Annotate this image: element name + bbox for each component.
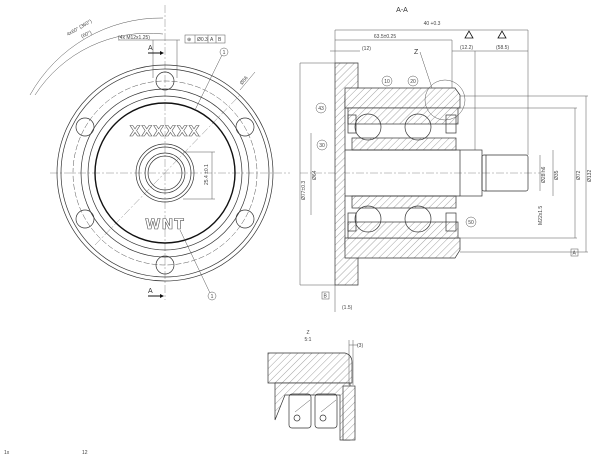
svg-text:(12.2): (12.2) [460,45,473,51]
ball [354,205,382,233]
tolerance-frame: ⊕ Ø0.3 A B [184,34,226,44]
svg-text:Z: Z [414,49,419,56]
svg-text:1: 1 [211,294,214,300]
svg-text:Ø64: Ø64 [312,170,318,180]
thread-stub [481,154,529,192]
marking-text: XXXXXX [130,124,201,140]
logo-text: WNT [145,217,185,233]
detail-view-z: Z 5:1 (3) [267,330,363,441]
svg-text:B: B [218,37,222,43]
svg-text:Ø72: Ø72 [576,170,582,180]
pilot-circle [94,102,236,244]
svg-text:(12): (12) [362,46,371,52]
bolt-hole [155,71,175,91]
svg-text:25.4 ±0.1: 25.4 ±0.1 [204,164,210,185]
svg-text:40 +0.3: 40 +0.3 [424,21,441,27]
ball [404,113,432,141]
svg-text:Ø35: Ø35 [554,170,560,180]
svg-text:(3): (3) [357,343,363,349]
ball [404,205,432,233]
svg-text:30: 30 [319,143,325,149]
svg-text:Ø0.3: Ø0.3 [197,37,208,43]
svg-text:(60°): (60°) [80,30,93,40]
balloon [207,291,217,301]
svg-text:A: A [210,37,214,43]
warning-triangle-icon [497,30,507,39]
footer-left: 1x [4,450,10,456]
svg-text:63.5±0.25: 63.5±0.25 [374,34,396,40]
bolt-holes [75,71,255,275]
datum-a: A [573,251,577,257]
svg-text:M22x1.5: M22x1.5 [538,206,544,225]
front-view: XXXXXX WNT 4x60° (360°) (60°) (4x M12x1.… [29,5,290,301]
section-marker-top: A [148,45,153,52]
bolt-hole [155,255,175,275]
svg-text:Z: Z [306,330,309,336]
section-marker-bottom: A [148,288,153,295]
footer-right: 12 [82,450,88,456]
svg-text:43: 43 [318,106,324,112]
ball [354,113,382,141]
balloon [219,47,229,57]
svg-text:Ø56: Ø56 [239,75,250,86]
bolt-hole [75,209,95,229]
flange-outline [56,64,274,282]
bolt-hole [235,117,255,137]
bolt-hole [75,117,95,137]
svg-text:Ø77±0.3: Ø77±0.3 [301,181,307,200]
svg-text:Ø132: Ø132 [587,170,593,182]
section-title: A-A [396,7,408,14]
section-view: A-A 40 +0.3 63.5±0.25 (12) [299,7,593,312]
warning-triangle-icon [464,30,474,39]
datum-b: B [324,294,328,300]
svg-text:20: 20 [410,79,416,85]
svg-text:50: 50 [468,220,474,226]
svg-text:(58.5): (58.5) [496,45,509,51]
svg-text:(1.5): (1.5) [342,305,353,311]
svg-text:⊕: ⊕ [187,37,191,43]
svg-text:5:1: 5:1 [305,337,312,343]
bolt-hole [235,209,255,229]
svg-text:Ø28 h6: Ø28 h6 [541,166,547,183]
svg-text:1: 1 [223,50,226,56]
svg-text:(4x M12x1.25): (4x M12x1.25) [118,35,150,41]
svg-text:10: 10 [384,79,390,85]
